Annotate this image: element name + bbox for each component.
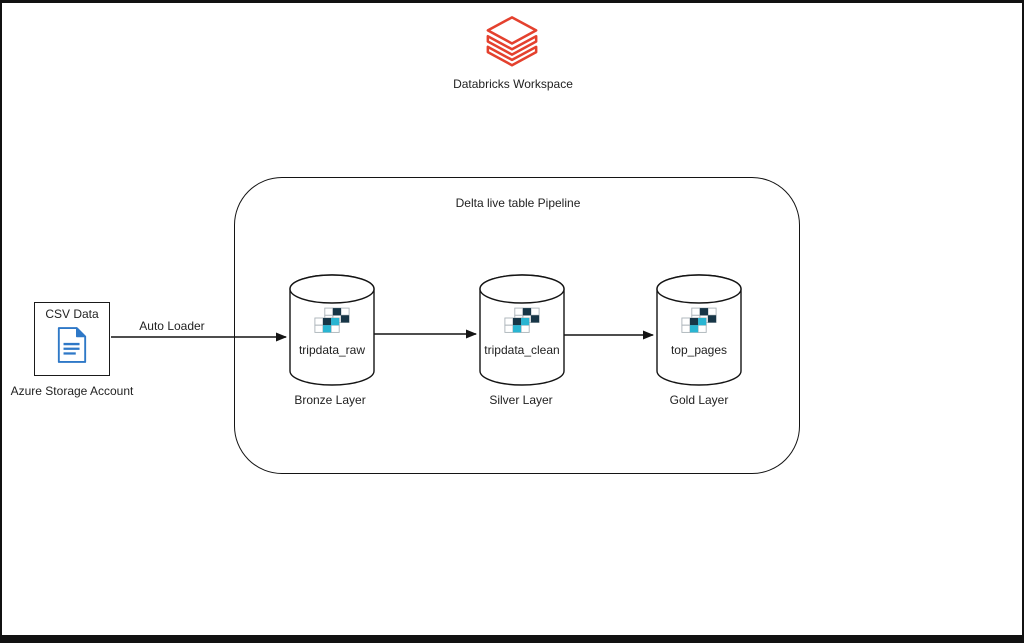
table-name: tripdata_clean — [484, 343, 560, 357]
csv-data-label: CSV Data — [45, 307, 99, 321]
table-name: top_pages — [670, 343, 728, 357]
azure-storage-caption: Azure Storage Account — [10, 384, 134, 398]
delta-table-icon — [504, 307, 540, 333]
csv-data-node: CSV Data — [34, 302, 110, 376]
auto-loader-label: Auto Loader — [139, 319, 205, 333]
table-node-silver: tripdata_clean — [479, 274, 565, 386]
workspace-label: Databricks Workspace — [453, 77, 573, 91]
delta-table-icon — [681, 307, 717, 333]
gold-layer-label: Gold Layer — [669, 393, 729, 407]
pipeline-title: Delta live table Pipeline — [455, 196, 581, 210]
document-icon — [57, 327, 87, 363]
delta-table-icon — [314, 307, 350, 333]
pipeline-container — [234, 177, 800, 474]
bronze-layer-label: Bronze Layer — [294, 393, 366, 407]
silver-layer-label: Silver Layer — [489, 393, 553, 407]
table-node-gold: top_pages — [656, 274, 742, 386]
table-node-bronze: tripdata_raw — [289, 274, 375, 386]
table-name: tripdata_raw — [298, 343, 366, 357]
databricks-logo-icon — [486, 16, 538, 67]
